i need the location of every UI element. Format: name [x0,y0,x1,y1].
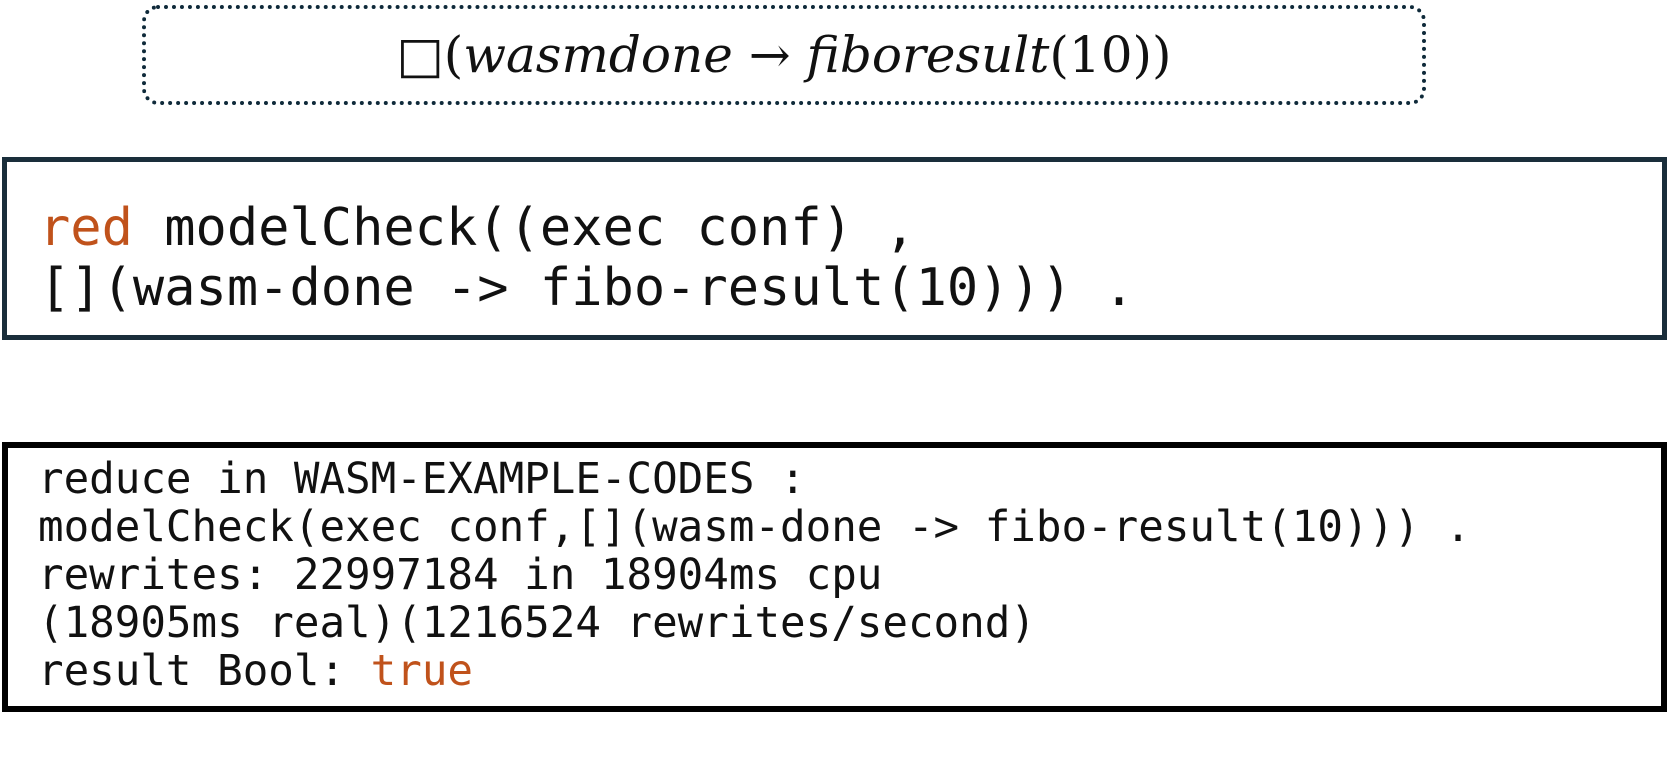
paren: ( [443,26,464,84]
implies-arrow: → [732,26,807,84]
formula-arg: (10)) [1049,26,1172,84]
always-operator: □ [396,26,444,84]
command-line-2: [](wasm-done -> fibo-result(10))) . [39,258,1135,318]
ltl-formula-box: □(wasmdone → fiboresult(10)) [142,5,1426,105]
maude-command-box: red modelCheck((exec conf) , [](wasm-don… [2,157,1667,340]
red-keyword: red [39,198,133,258]
output-line: rewrites: 22997184 in 18904ms cpu [38,551,883,600]
result-value: true [370,647,473,696]
result-line: result Bool: true [38,648,1471,696]
formula-lhs: wasmdone [463,26,733,84]
command-text: modelCheck((exec conf) , [132,198,916,258]
output-line: (18905ms real)(1216524 rewrites/second) [38,599,1036,648]
formula-rhs: fiboresult [806,26,1050,84]
command-line-1: red modelCheck((exec conf) , [39,198,1135,258]
maude-output-box: reduce in WASM-EXAMPLE-CODES : modelChec… [2,442,1667,712]
output-line: reduce in WASM-EXAMPLE-CODES : [38,455,806,504]
result-label: result Bool: [38,647,371,696]
output-line: modelCheck(exec conf,[](wasm-done -> fib… [38,503,1471,552]
